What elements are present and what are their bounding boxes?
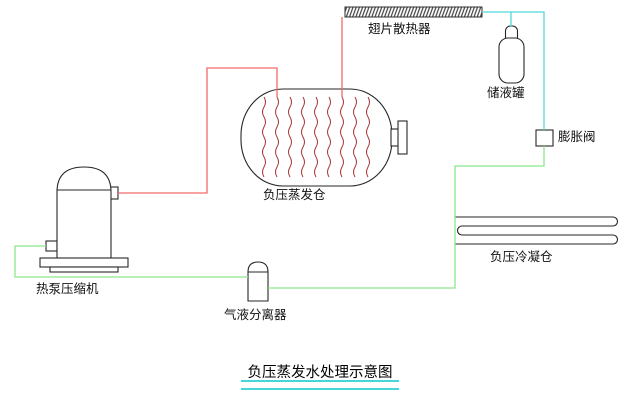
evaporation-chamber: [240, 88, 408, 187]
compressor-foot: [49, 266, 119, 273]
expansion-valve: [535, 129, 554, 147]
label-storage-tank: 储液罐: [487, 86, 525, 100]
liquid-line: [482, 11, 545, 130]
label-expansion-valve: 膨胀阀: [558, 130, 596, 144]
compressor-left-port: [45, 240, 58, 252]
expansion-outlet-line: [268, 146, 545, 289]
discharge-line: [118, 67, 278, 194]
label-separator: 气液分离器: [224, 308, 287, 322]
label-compressor: 热泵压缩机: [36, 282, 99, 296]
storage-tank: [498, 25, 525, 84]
gas-liquid-separator: [247, 261, 269, 302]
condensation-chamber: [455, 216, 619, 245]
heat-pump-compressor: [39, 166, 129, 273]
diagram-title: 负压蒸发水处理示意图: [247, 365, 393, 381]
evaporator-coil: [262, 96, 370, 178]
finned-radiator: [344, 6, 483, 18]
label-finned-radiator: 翅片散热器: [368, 22, 431, 36]
suction-line: [14, 245, 248, 278]
condenser-coil: [455, 216, 619, 245]
flange-nozzle: [390, 120, 408, 155]
title-underline: [241, 380, 399, 390]
compressor-base: [39, 257, 129, 268]
label-condensation-chamber: 负压冷凝仓: [490, 250, 553, 264]
piping: [14, 11, 545, 289]
label-evaporation-chamber: 负压蒸发仓: [263, 188, 326, 202]
